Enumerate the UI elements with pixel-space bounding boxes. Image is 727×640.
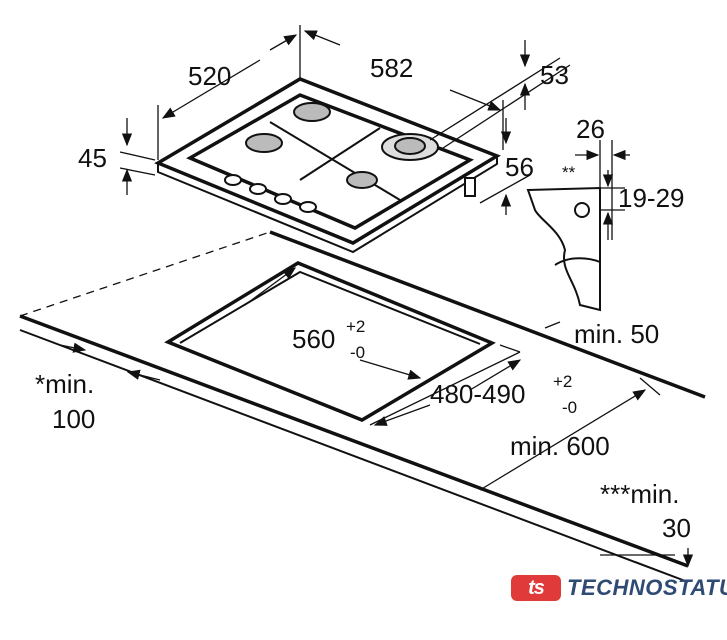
label-min-30-line2: 30 — [662, 513, 691, 543]
brand-logo: ts — [511, 575, 561, 601]
label-cutout-depth: 480-490 — [430, 379, 525, 409]
label-min-600: min. 600 — [510, 431, 610, 461]
label-56: 56 — [505, 152, 534, 182]
side-profile-detail — [526, 140, 630, 312]
label-cutout-width: 560 — [292, 324, 335, 354]
label-19-29: 19-29 — [618, 183, 685, 213]
brand-name: TECHNOSTATUS — [567, 575, 727, 600]
label-min-30-line1: ***min. — [600, 479, 679, 509]
gas-hob — [154, 77, 501, 254]
label-cutout-width-tol-plus: +2 — [346, 317, 365, 336]
label-45: 45 — [78, 143, 107, 173]
label-582: 582 — [370, 53, 413, 83]
label-53: 53 — [540, 60, 569, 90]
label-26: 26 — [576, 114, 605, 144]
label-cutout-width-tol-minus: -0 — [350, 343, 365, 362]
label-min-50: min. 50 — [574, 319, 659, 349]
label-double-star: ** — [562, 163, 576, 182]
label-min-100-line2: 100 — [52, 404, 95, 434]
brand-watermark: ts TECHNOSTATUS — [511, 575, 727, 601]
control-knobs — [224, 174, 317, 213]
label-cutout-depth-tol-minus: -0 — [562, 398, 577, 417]
label-520: 520 — [188, 61, 231, 91]
label-cutout-depth-tol-plus: +2 — [553, 372, 572, 391]
dimension-lines — [59, 25, 694, 568]
countertop — [19, 230, 706, 583]
label-min-100-line1: *min. — [35, 369, 94, 399]
cutout — [164, 261, 496, 422]
